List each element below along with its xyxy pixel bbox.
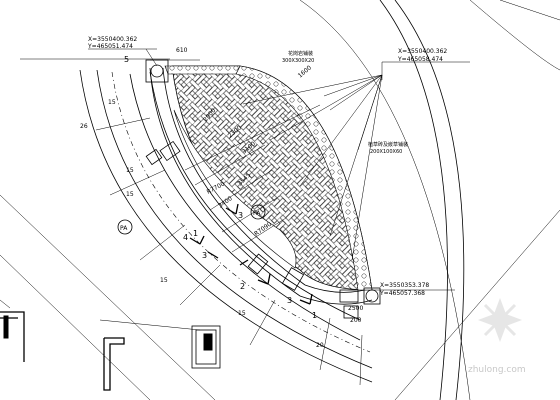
svg-text:PA: PA [120,225,128,232]
top-right-leader [381,61,470,80]
stone-border-top [164,65,241,75]
outer-road-arcs [299,0,560,400]
coord-top-left-x: X=3550400.362 [88,36,137,43]
index-5: 5 [124,55,129,64]
coord-top-left-y: Y=465051.474 [87,43,133,50]
coord-top-right-x: X=3550400.362 [398,48,447,55]
index-1b: 1 [312,311,317,320]
radial-ticks [95,117,363,386]
note-paving-right-size: 200X100X60 [370,149,402,155]
dim-15-c: 15 [160,277,168,284]
dim-15-a: 15 [108,99,116,106]
dim-20: 20 [316,342,324,349]
note-paving-top: 花岗岩铺装 [288,50,313,57]
index-1: 1 [193,229,198,238]
section-cut-markers [189,203,313,305]
dim-200: 200 [350,317,362,324]
pa-marker-left: PA [117,219,133,235]
index-4: 4 [183,233,188,242]
watermark-logo [478,298,522,342]
inner-lawn-area [173,109,297,269]
index-3: 3 [238,211,243,220]
coord-top-right-y: Y=465058.474 [397,56,443,63]
coord-bottom-right-x: X=3550353.378 [380,282,429,289]
pier-boxes [145,59,381,319]
coord-bottom-right-y: Y=465057.368 [379,290,425,297]
note-paving-top-size: 300X300X20 [282,58,314,64]
diagonal-lines [0,194,560,400]
leader-lines [242,74,383,261]
dim-15-d: 15 [238,310,246,317]
watermark-text: zhulong.com [468,365,526,375]
pa-marker-center: PA [250,204,266,220]
svg-text:PA: PA [253,210,261,217]
note-paving-right: 植草砖及嵌草铺装 [368,141,408,148]
dim-15-b: 15 [126,191,134,198]
index-3b: 3 [202,251,207,260]
dim-15-e: 15 [126,167,134,174]
top-left-leader [20,48,200,67]
index-3c: 3 [287,296,292,305]
plaza-outer-arcs [79,69,373,383]
inner-walkway [149,67,373,305]
index-2: 2 [240,282,245,291]
dim-1600: 1600 [297,64,313,79]
dim-610: 610 [176,47,188,54]
stone-border [235,65,373,291]
dim-2500: 2500 [348,305,363,312]
building-outline [0,299,221,391]
dim-26: 26 [80,123,88,130]
